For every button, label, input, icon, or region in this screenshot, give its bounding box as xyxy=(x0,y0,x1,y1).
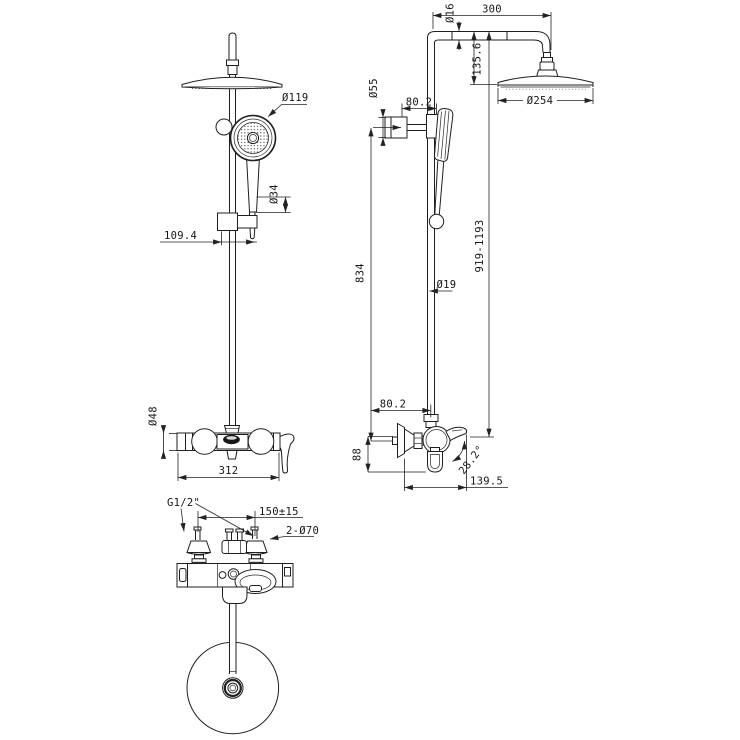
side-dimensions xyxy=(365,12,594,491)
top-left-inlet xyxy=(193,526,202,531)
front-valve-left-dome xyxy=(191,428,218,455)
top-view: G1/2" 150±15 2-Ø70 xyxy=(167,497,319,735)
dim-overall-height: 919-1193 xyxy=(474,220,486,273)
dim-riser-height: 834 xyxy=(355,263,367,283)
top-diverter-housing xyxy=(222,586,248,604)
front-slider-bracket xyxy=(217,212,238,231)
dim-hand-shower-diameter: Ø119 xyxy=(282,92,309,104)
side-ball-joint xyxy=(428,213,445,230)
top-wall-bracket xyxy=(221,540,247,554)
dim-wall-bracket-diameter: Ø55 xyxy=(368,78,380,98)
dim-valve-diameter: Ø48 xyxy=(148,406,160,426)
front-dimensions xyxy=(160,104,307,481)
top-left-escutcheon xyxy=(186,540,212,553)
dim-pipe-diameter: Ø19 xyxy=(437,279,457,291)
dim-valve-width: 312 xyxy=(219,465,239,477)
dim-spout-drop: 88 xyxy=(352,448,364,461)
dim-lower-offset: 80.2 xyxy=(380,399,407,411)
front-valve-lever xyxy=(279,433,295,474)
dim-upper-offset: 80.2 xyxy=(406,97,433,109)
side-rain-head xyxy=(497,75,594,86)
top-dimensions xyxy=(180,503,314,541)
dim-escutcheon-diameter: 2-Ø70 xyxy=(286,525,319,537)
dim-inlet-thread: G1/2" xyxy=(167,497,200,509)
dim-head-diameter: Ø254 xyxy=(527,95,554,107)
side-hand-shower xyxy=(433,107,454,162)
side-head-connector xyxy=(543,52,551,58)
dim-arm-reach: 300 xyxy=(482,4,502,16)
top-right-escutcheon xyxy=(242,540,268,553)
dim-spout-angle: 28.2° xyxy=(457,443,487,476)
front-top-pipe xyxy=(228,32,237,60)
dim-slider-offset: 109.4 xyxy=(164,230,197,242)
top-right-inlet xyxy=(250,526,259,531)
side-view: Ø16 300 135.6 Ø254 Ø55 80.2 834 919-1193… xyxy=(352,3,594,491)
front-hand-shower-handle xyxy=(245,156,261,213)
side-spout xyxy=(445,426,468,442)
dim-inlet-spacing: 150±15 xyxy=(259,506,299,518)
side-shower-arm xyxy=(427,31,551,53)
dim-arm-diameter: Ø16 xyxy=(445,3,457,23)
side-wall-escutcheon xyxy=(397,422,405,459)
dim-handle-diameter: Ø34 xyxy=(269,184,281,204)
front-valve-right-dome xyxy=(247,428,275,455)
front-shower-holder xyxy=(215,118,233,136)
front-view: Ø119 Ø34 109.4 Ø48 312 xyxy=(148,32,309,481)
dim-head-drop: 135.6 xyxy=(472,42,484,75)
dim-spout-reach: 139.5 xyxy=(470,476,503,488)
